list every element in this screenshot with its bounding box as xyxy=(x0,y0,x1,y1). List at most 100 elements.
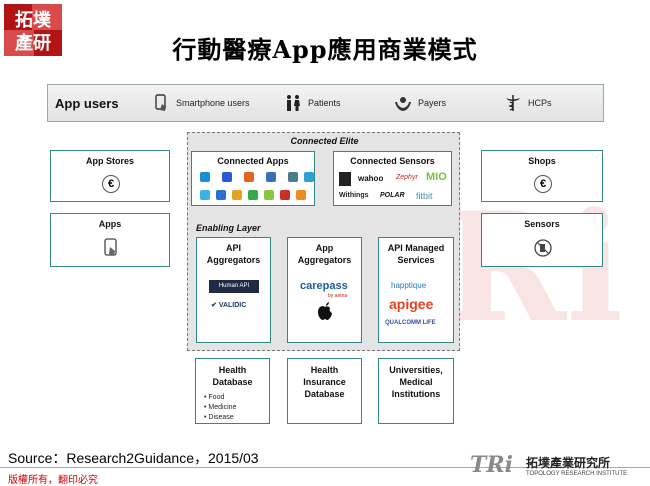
connected-elite-panel: Connected Elite Connected Apps Connected… xyxy=(187,132,460,351)
phone-tap-icon xyxy=(104,238,117,256)
brand-zephyr: Zephyr xyxy=(396,174,418,181)
connected-sensors-box: Connected Sensors wahoo Zephyr MIO Withi… xyxy=(333,151,452,206)
caduceus-icon xyxy=(506,95,520,111)
copyright-notice: 版權所有，翻印必究 xyxy=(8,475,98,486)
health-insurance-title-3: Database xyxy=(304,389,345,399)
user-smartphone-label: Smartphone users xyxy=(176,98,250,108)
euro-icon: € xyxy=(102,175,120,193)
app-icon xyxy=(248,190,258,200)
user-payers: Payers xyxy=(394,93,446,113)
health-insurance-title-1: Health xyxy=(310,365,339,375)
logo-validic: ✔ VALIDIC xyxy=(211,302,247,309)
universities-title-1: Universities, xyxy=(389,365,443,375)
universities-title-2: Medical xyxy=(399,377,433,387)
health-database-title-2: Database xyxy=(212,377,253,387)
app-icon xyxy=(216,190,226,200)
api-aggregators-title-1: API xyxy=(225,243,241,253)
user-smartphone: Smartphone users xyxy=(152,93,250,113)
app-aggregators-title-1: App xyxy=(315,243,334,253)
app-icon xyxy=(280,190,290,200)
sensor-device-icon xyxy=(339,172,351,186)
app-icon xyxy=(288,172,298,182)
health-insurance-title-2: Insurance xyxy=(303,377,346,387)
apple-icon xyxy=(318,302,332,320)
brand-withings: Withings xyxy=(339,192,369,199)
bullet-item: • Food xyxy=(204,394,225,401)
enabling-layer-label: Enabling Layer xyxy=(196,223,261,233)
bullet-item: • Disease xyxy=(204,414,234,421)
bullet-item: • Medicine xyxy=(204,404,237,411)
brand-mio: MIO xyxy=(426,171,447,183)
app-icon xyxy=(200,172,210,182)
app-aggregators-title-2: Aggregators xyxy=(297,255,352,265)
universities-box: Universities, Medical Institutions xyxy=(378,358,454,424)
health-database-title-1: Health xyxy=(218,365,247,375)
smartphone-hand-icon xyxy=(155,94,166,111)
brand-chinese-name: 拓墣產業研究所 xyxy=(526,456,611,470)
svg-text:拓墣: 拓墣 xyxy=(15,9,51,31)
page-title: 行動醫療App應用商業模式 xyxy=(172,35,478,64)
health-insurance-database-box: Health Insurance Database xyxy=(287,358,362,424)
bullet-food: Food xyxy=(208,394,225,401)
app-icon xyxy=(304,172,314,182)
api-aggregators-title-2: Aggregators xyxy=(206,255,261,265)
logo-qualcomm-life: QUALCOMM LIFE xyxy=(385,320,436,326)
app-icon xyxy=(222,172,232,182)
connected-apps-title: Connected Apps xyxy=(217,156,289,166)
app-icon xyxy=(244,172,254,182)
app-aggregators-box: App Aggregators carepass by aetna xyxy=(287,237,362,343)
app-users-label: App users xyxy=(55,96,119,111)
sensor-icon xyxy=(534,239,552,257)
connected-apps-box: Connected Apps xyxy=(191,151,315,206)
api-aggregators-box: API Aggregators Human API ✔ VALIDIC xyxy=(196,237,271,343)
app-users-bar: App users Smartphone users Patients Paye… xyxy=(47,84,604,122)
connected-elite-label: Connected Elite xyxy=(290,136,359,146)
logo-carepass: carepass xyxy=(300,280,348,292)
app-stores-title: App Stores xyxy=(85,156,134,166)
shops-title: Shops xyxy=(528,156,556,166)
user-patients: Patients xyxy=(284,93,341,113)
euro-icon: € xyxy=(534,175,552,193)
health-database-box: Health Database • Food • Medicine • Dise… xyxy=(195,358,270,424)
bullet-medicine: Medicine xyxy=(208,404,237,411)
patients-icon xyxy=(287,95,300,111)
bullet-disease: Disease xyxy=(208,414,234,421)
logo-validic-text: VALIDIC xyxy=(218,302,247,309)
logo-carepass-sub: by aetna xyxy=(328,293,348,299)
brand-fitbit: fitbit xyxy=(416,191,433,201)
svg-text:產研: 產研 xyxy=(15,32,51,54)
brand-wahoo: wahoo xyxy=(358,174,384,183)
api-managed-services-box: API Managed Services happtique apigee QU… xyxy=(378,237,454,343)
app-icon xyxy=(200,190,210,200)
universities-title-3: Institutions xyxy=(391,389,441,399)
sensors-title: Sensors xyxy=(524,219,560,229)
api-managed-title-2: Services xyxy=(397,255,435,265)
brand-english-name: TOPOLOGY RESEARCH INSTITUTE xyxy=(526,471,628,477)
footer-divider xyxy=(0,467,650,468)
topology-logo: 拓墣 產研 xyxy=(4,4,62,56)
brand-polar: POLAR xyxy=(380,192,405,199)
app-icon xyxy=(264,190,274,200)
app-icon xyxy=(266,172,276,182)
logo-human-api: Human API xyxy=(209,280,259,293)
user-payers-label: Payers xyxy=(418,98,447,108)
payers-hands-icon xyxy=(395,97,411,111)
footer-brand: TRi 拓墣產業研究所 TOPOLOGY RESEARCH INSTITUTE xyxy=(470,452,646,482)
user-hcps-label: HCPs xyxy=(528,98,552,108)
user-hcps: HCPs xyxy=(504,93,552,113)
health-database-bullets: • Food • Medicine • Disease xyxy=(204,393,236,423)
apps-title: Apps xyxy=(98,219,122,229)
shops-box: Shops € xyxy=(481,150,603,202)
sensors-box: Sensors xyxy=(481,213,603,267)
source-citation: Source：Research2Guidance，2015/03 xyxy=(8,450,259,466)
app-icon xyxy=(296,190,306,200)
user-patients-label: Patients xyxy=(308,98,341,108)
connected-sensors-title: Connected Sensors xyxy=(350,156,435,166)
apps-box: Apps xyxy=(50,213,170,267)
logo-happtique: happtique xyxy=(391,281,427,290)
api-managed-title-1: API Managed xyxy=(387,243,445,253)
app-icon xyxy=(232,190,242,200)
logo-apigee: apigee xyxy=(389,296,434,312)
app-stores-box: App Stores € xyxy=(50,150,170,202)
brand-mark: TRi xyxy=(470,452,514,478)
